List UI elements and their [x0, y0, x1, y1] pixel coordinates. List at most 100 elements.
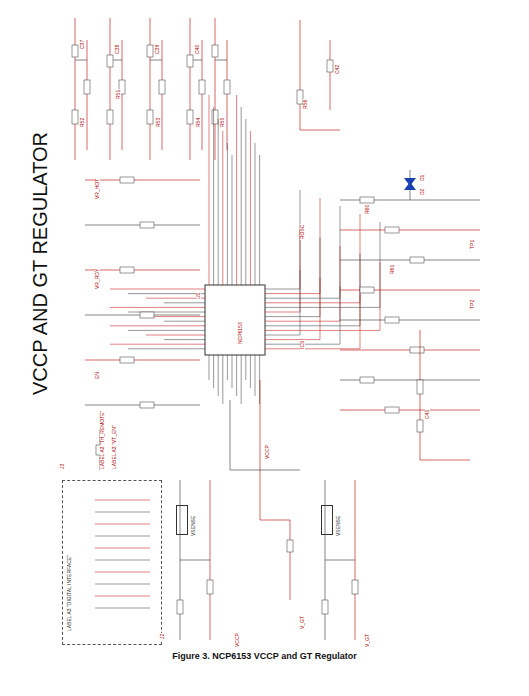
pin-wire: [255, 355, 256, 396]
resistor-symbol: [72, 110, 78, 124]
sense-block: VSENSE: [176, 505, 188, 535]
wire: [75, 18, 76, 160]
connector-pin: [95, 608, 150, 609]
pin-wire: [250, 131, 251, 285]
pin-wire: [222, 355, 223, 404]
node-label: VSENSE: [336, 516, 341, 536]
resistor-symbol: [107, 110, 113, 124]
resistor-symbol: [159, 80, 165, 94]
resistor-symbol: [120, 267, 134, 273]
caption: Figure 3. NCP6153 VCCP and GT Regulator: [0, 652, 529, 661]
wire: [190, 18, 191, 160]
wire: [180, 560, 210, 561]
net-label: TP2: [470, 299, 475, 310]
net-label: R60: [365, 204, 370, 215]
pin-wire: [146, 335, 205, 336]
net-label: R56: [303, 99, 308, 110]
resistor-symbol: [352, 580, 358, 594]
resistor-symbol: [360, 377, 374, 383]
pin-wire: [232, 155, 233, 285]
resistor-symbol: [177, 600, 183, 614]
pin-wire: [227, 143, 228, 285]
node-label: VSENSE: [191, 516, 196, 536]
wire: [87, 40, 88, 150]
pin-wire: [265, 294, 360, 349]
net-label: U1: [196, 292, 201, 300]
pin-wire: [209, 355, 210, 380]
ic-body: [205, 285, 265, 355]
pin-wire: [236, 95, 237, 285]
net-label: VR_HOT: [95, 178, 100, 200]
pin-wire: [265, 278, 320, 340]
net-label: V_GT: [300, 615, 305, 630]
pin-wire: [128, 348, 205, 349]
node-label: LABEL A3 "DIGITAL INTERFACE": [67, 555, 72, 631]
resistor-symbol: [417, 380, 423, 394]
net-label: C40: [195, 44, 200, 55]
resistor-symbol: [140, 222, 154, 228]
net-label: R61: [390, 264, 395, 275]
resistor-symbol: [199, 80, 205, 94]
pin-wire: [110, 289, 205, 290]
pin-wire: [265, 190, 300, 289]
connector-pin: [95, 512, 150, 513]
pin-wire: [128, 312, 205, 313]
resistor-symbol: [385, 407, 399, 413]
wire: [85, 270, 200, 271]
net-label: TP1: [470, 239, 475, 250]
net-label: ROSC: [300, 224, 305, 240]
resistor-symbol: [120, 357, 134, 363]
wire: [85, 180, 200, 181]
resistor-symbol: [385, 227, 399, 233]
pin-wire: [265, 198, 320, 294]
wire: [162, 40, 163, 150]
pin-wire: [213, 355, 214, 388]
net-label: C41: [425, 409, 430, 420]
pin-wire: [255, 143, 256, 285]
resistor-symbol: [410, 347, 424, 353]
resistor-symbol: [385, 317, 399, 323]
net-label: VCCP: [265, 444, 270, 460]
capacitor-symbol: [287, 540, 293, 552]
pin-wire: [265, 238, 320, 317]
net-label: LABEL A3 "VT_EN": [112, 424, 117, 470]
net-label: VR_RDY: [95, 268, 100, 290]
pin-wire: [227, 355, 228, 380]
pin-wire: [218, 355, 219, 396]
wire: [75, 60, 87, 61]
pin-wire: [164, 339, 205, 340]
capacitor-symbol: [327, 60, 333, 72]
pin-wire: [232, 355, 233, 388]
net-label: R52: [80, 117, 85, 128]
capacitor-symbol: [107, 55, 113, 67]
pin-wire: [250, 355, 251, 388]
pin-wire: [265, 286, 340, 344]
connector-pin: [95, 560, 150, 561]
pin-wire: [236, 355, 237, 396]
wire: [122, 40, 123, 150]
net-label: D1: [420, 174, 425, 182]
pin-wire: [241, 107, 242, 285]
capacitor-symbol: [147, 45, 153, 57]
net-label: J2: [160, 633, 165, 640]
net-label: VCCP: [235, 632, 240, 648]
net-label: C39: [155, 44, 160, 55]
wire: [330, 40, 331, 110]
connector-pin: [95, 596, 150, 597]
pin-wire: [265, 270, 300, 335]
pin-wire: [241, 355, 242, 404]
connector-pin: [95, 548, 150, 549]
net-label: NCP6153: [238, 321, 243, 345]
connector-pin: [95, 536, 150, 537]
resistor-symbol: [140, 312, 154, 318]
pin-wire: [128, 293, 205, 294]
wire: [150, 18, 151, 160]
wire: [325, 560, 355, 561]
net-label: R51: [116, 89, 121, 100]
pin-wire: [209, 95, 210, 285]
net-label: R53: [156, 117, 161, 128]
pin-wire: [146, 316, 205, 317]
net-label: EN: [95, 371, 100, 380]
wire: [85, 360, 200, 361]
